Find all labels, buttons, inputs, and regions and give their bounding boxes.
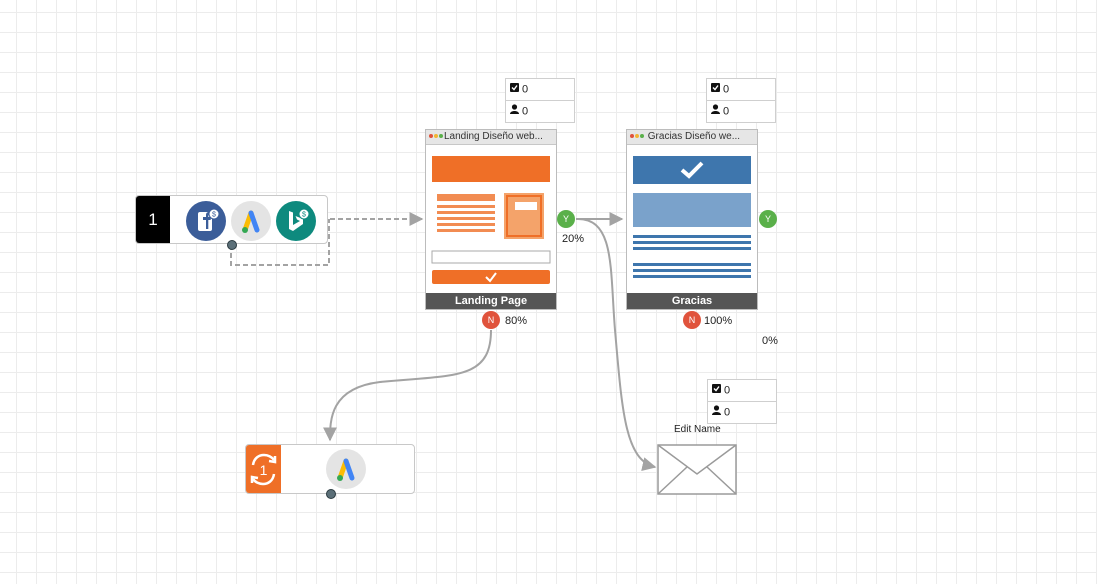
- thanks-other-percent: 0%: [762, 335, 778, 347]
- thanks-page-node[interactable]: Gracias Diseño we... Gracias: [626, 129, 758, 310]
- email-envelope-icon[interactable]: [657, 444, 737, 495]
- retarget-count: 1: [260, 462, 268, 478]
- email-checked-count: 0: [724, 384, 731, 397]
- landing-to-retarget-connector[interactable]: [323, 329, 492, 442]
- landing-checked-count: 0: [522, 83, 529, 96]
- landing-to-email-connector[interactable]: [577, 218, 657, 471]
- source-count: 1: [136, 196, 170, 243]
- user-icon: [711, 101, 723, 122]
- landing-yes-badge[interactable]: Y: [557, 210, 575, 228]
- landing-page-label: Landing Page: [426, 293, 556, 309]
- source-loop-connector[interactable]: [230, 219, 330, 266]
- landing-bar-title: Landing Diseño web...: [444, 131, 543, 142]
- thanks-stats: 0 0: [706, 78, 776, 123]
- email-users-count: 0: [724, 406, 731, 419]
- svg-text:$: $: [302, 212, 306, 219]
- thanks-users-count: 0: [723, 105, 730, 118]
- user-icon: [712, 402, 724, 423]
- facebook-ads-icon: $: [186, 201, 226, 241]
- landing-no-badge[interactable]: N: [482, 311, 500, 329]
- checkbox-icon: [712, 380, 724, 401]
- thanks-checked-count: 0: [723, 83, 730, 96]
- google-ads-icon: [326, 449, 366, 489]
- retargeting-node[interactable]: 1: [245, 444, 415, 494]
- retarget-cycle-icon: 1: [246, 445, 281, 493]
- landing-yes-percent: 20%: [562, 233, 585, 245]
- thanks-no-percent: 100%: [704, 315, 733, 327]
- svg-text:$: $: [212, 212, 216, 219]
- landing-no-percent: 80%: [505, 315, 528, 327]
- traffic-source-node[interactable]: 1 $ $: [135, 195, 328, 244]
- thanks-page-label: Gracias: [627, 293, 757, 309]
- thanks-bar-title: Gracias Diseño we...: [647, 131, 741, 142]
- thanks-window-bar: Gracias Diseño we...: [627, 130, 757, 145]
- landing-page-thumbnail: [431, 156, 551, 284]
- checkbox-icon: [711, 79, 723, 100]
- thanks-no-badge[interactable]: N: [683, 311, 701, 329]
- landing-stats: 0 0: [505, 78, 575, 123]
- thanks-yes-badge[interactable]: Y: [759, 210, 777, 228]
- checkbox-icon: [510, 79, 522, 100]
- bing-ads-icon: $: [276, 201, 316, 241]
- source-output-handle[interactable]: [227, 240, 237, 250]
- google-ads-icon: [231, 201, 271, 241]
- email-node-name[interactable]: Edit Name: [674, 424, 721, 435]
- retarget-output-handle[interactable]: [326, 489, 336, 499]
- email-stats: 0 0: [707, 379, 777, 424]
- landing-window-bar: Landing Diseño web...: [426, 130, 556, 145]
- user-icon: [510, 101, 522, 122]
- landing-page-node[interactable]: Landing Diseño web... Landing Page: [425, 129, 557, 310]
- thanks-page-thumbnail: [633, 156, 751, 278]
- landing-users-count: 0: [522, 105, 529, 118]
